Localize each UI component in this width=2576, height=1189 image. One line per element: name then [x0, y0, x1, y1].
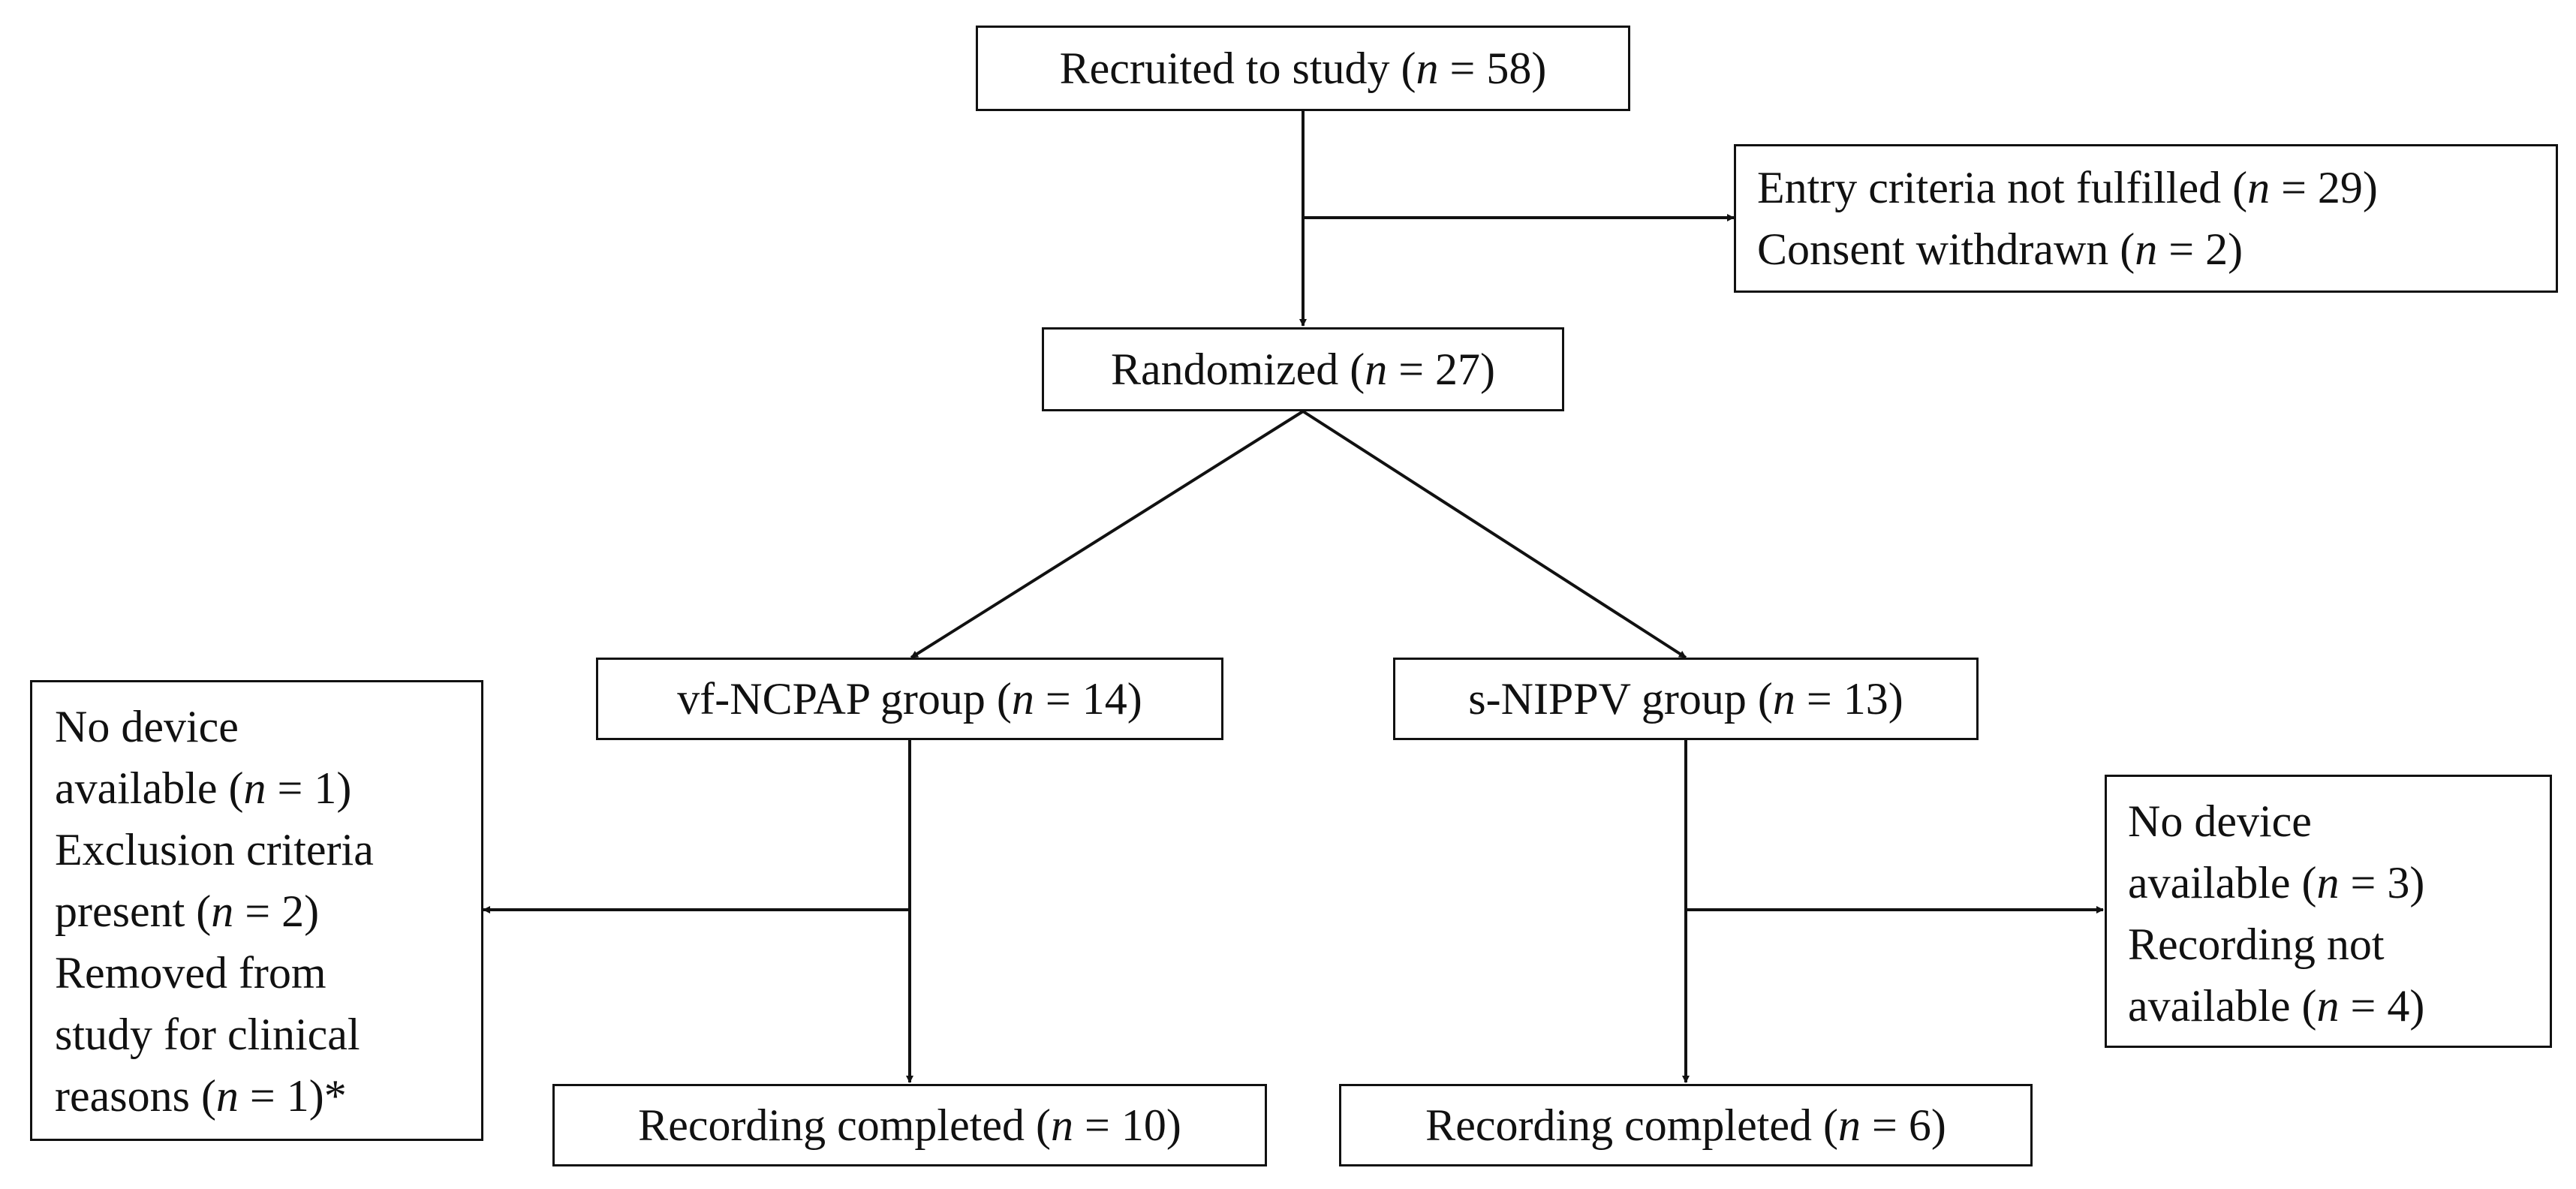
vf-ncpap-excluded-line-3: Exclusion criteria [55, 825, 374, 874]
recruited-label: Recruited to study (n = 58) [1059, 44, 1547, 93]
vf-ncpap-excluded-line-2: available (n = 1) [55, 763, 352, 813]
s-nippv-completed-box: Recording completed (n = 6) [1339, 1084, 2033, 1166]
s-nippv-excluded-box: No device available (n = 3) Recording no… [2105, 775, 2552, 1048]
arrow-randomized-to-vf-ncpap [910, 410, 1305, 659]
vf-ncpap-excluded-line-1: No device [55, 702, 239, 751]
vf-ncpap-excluded-line-5: Removed from [55, 948, 327, 998]
s-nippv-group-label: s-NIPPV group (n = 13) [1468, 674, 1903, 724]
vf-ncpap-completed-box: Recording completed (n = 10) [552, 1084, 1267, 1166]
vf-ncpap-excluded-line-7: reasons (n = 1)* [55, 1071, 347, 1121]
s-nippv-group-box: s-NIPPV group (n = 13) [1393, 658, 1979, 740]
s-nippv-excluded-line-1: No device [2128, 796, 2312, 846]
excluded-line-2: Consent withdrawn (n = 2) [1757, 224, 2243, 274]
vf-ncpap-group-label: vf-NCPAP group (n = 14) [677, 674, 1142, 724]
vf-ncpap-excluded-box: No device available (n = 1) Exclusion cr… [30, 680, 483, 1141]
randomized-label: Randomized (n = 27) [1110, 345, 1496, 394]
randomized-box: Randomized (n = 27) [1042, 327, 1564, 411]
s-nippv-excluded-line-4: available (n = 4) [2128, 981, 2425, 1031]
arrow-randomized-to-s-nippv [1302, 410, 1687, 659]
excluded-box: Entry criteria not fulfilled (n = 29) Co… [1734, 144, 2558, 293]
s-nippv-completed-label: Recording completed (n = 6) [1425, 1100, 1946, 1150]
vf-ncpap-excluded-line-4: present (n = 2) [55, 886, 320, 936]
vf-ncpap-group-box: vf-NCPAP group (n = 14) [596, 658, 1223, 740]
vf-ncpap-excluded-line-6: study for clinical [55, 1010, 360, 1059]
s-nippv-excluded-line-2: available (n = 3) [2128, 858, 2425, 908]
vf-ncpap-completed-label: Recording completed (n = 10) [638, 1100, 1181, 1150]
recruited-box: Recruited to study (n = 58) [976, 26, 1630, 111]
s-nippv-excluded-line-3: Recording not [2128, 920, 2385, 969]
excluded-line-1: Entry criteria not fulfilled (n = 29) [1757, 163, 2378, 212]
